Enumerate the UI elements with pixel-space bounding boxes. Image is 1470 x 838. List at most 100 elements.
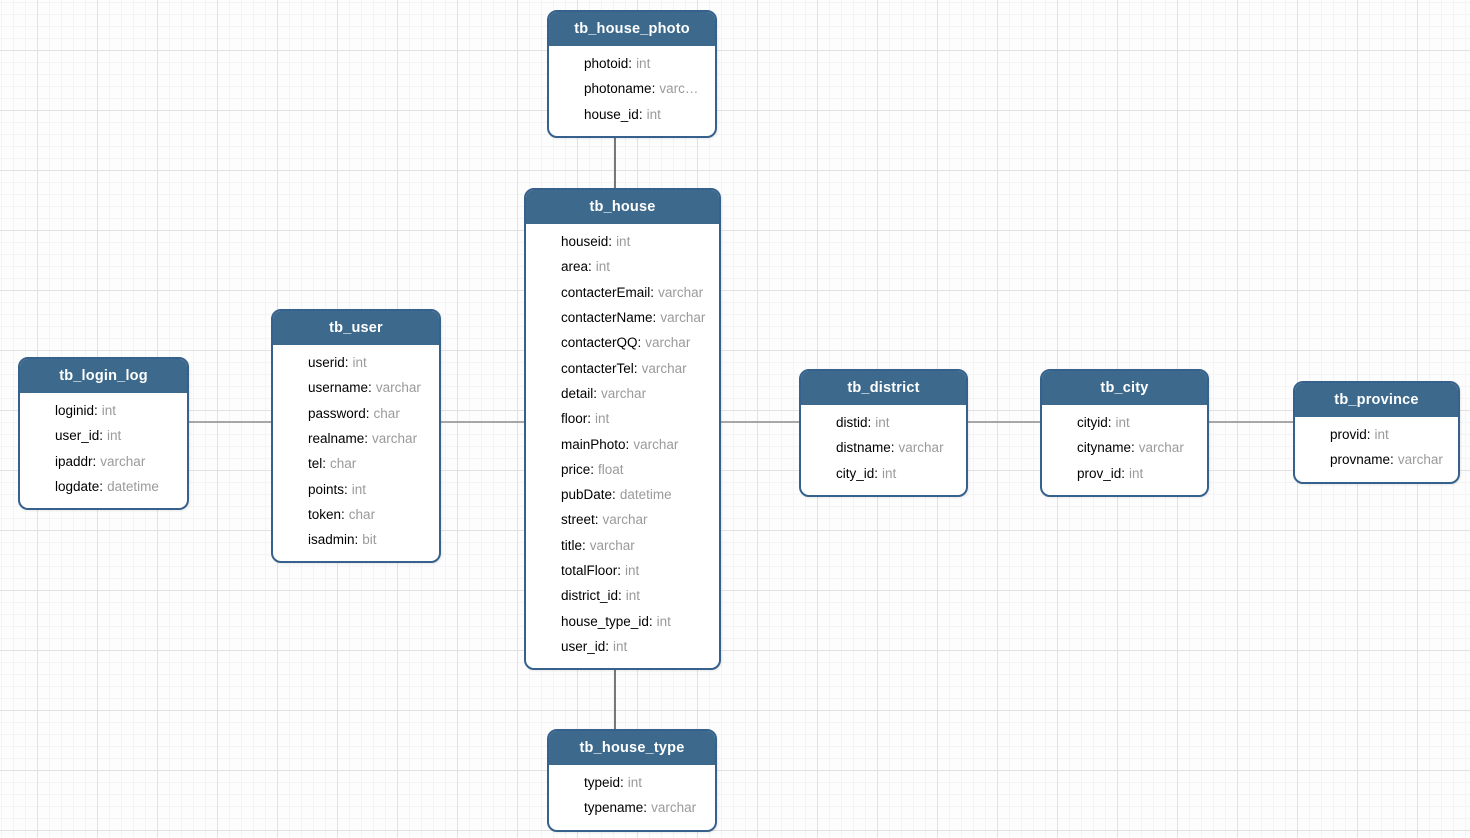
field-colon: : <box>638 106 643 122</box>
field-row[interactable]: photoid:int <box>549 51 715 76</box>
field-name: token <box>308 506 342 522</box>
table-title-tb_house_photo[interactable]: tb_house_photo <box>549 12 715 46</box>
field-colon: : <box>1121 465 1126 481</box>
field-type: int <box>616 234 631 250</box>
field-row[interactable]: mainPhoto:varchar <box>526 431 719 456</box>
field-row[interactable]: user_id:int <box>526 634 719 659</box>
field-colon: : <box>625 436 630 452</box>
field-name: typeid <box>584 775 621 791</box>
field-row[interactable]: provid:int <box>1295 422 1458 447</box>
field-colon: : <box>628 56 633 72</box>
table-title-tb_city[interactable]: tb_city <box>1042 371 1207 405</box>
field-row[interactable]: tel:char <box>273 451 439 476</box>
field-row[interactable]: prov_id:int <box>1042 461 1207 486</box>
field-row[interactable]: street:varchar <box>526 507 719 532</box>
field-row[interactable]: typename:varchar <box>549 795 715 820</box>
field-row[interactable]: floor:int <box>526 406 719 431</box>
field-colon: : <box>605 638 610 654</box>
field-row[interactable]: token:char <box>273 502 439 527</box>
field-colon: : <box>322 456 327 472</box>
field-row[interactable]: cityname:varchar <box>1042 435 1207 460</box>
field-name: cityname <box>1077 440 1132 456</box>
field-row[interactable]: contacterEmail:varchar <box>526 280 719 305</box>
field-row[interactable]: points:int <box>273 476 439 501</box>
field-name: photoid <box>584 56 629 72</box>
field-type: varchar <box>645 335 691 351</box>
field-type: int <box>1115 415 1130 431</box>
field-row[interactable]: realname:varchar <box>273 426 439 451</box>
field-row[interactable]: district_id:int <box>526 583 719 608</box>
field-type: varchar <box>651 800 697 816</box>
field-name: detail <box>561 385 594 401</box>
field-row[interactable]: detail:varchar <box>526 381 719 406</box>
field-colon: : <box>1131 440 1135 456</box>
field-name: username <box>308 380 369 396</box>
field-row[interactable]: contacterName:varchar <box>526 305 719 330</box>
field-type: int <box>595 411 610 427</box>
field-row[interactable]: isadmin:bit <box>273 527 439 552</box>
field-colon: : <box>890 440 895 456</box>
field-name: district_id <box>561 588 619 604</box>
field-row[interactable]: area:int <box>526 254 719 279</box>
field-row[interactable]: ipaddr:varchar <box>20 449 187 474</box>
field-name: city_id <box>836 465 875 481</box>
field-row[interactable]: distid:int <box>801 410 966 435</box>
field-name: price <box>561 461 591 477</box>
table-title-tb_house[interactable]: tb_house <box>526 190 719 224</box>
field-row[interactable]: houseid:int <box>526 229 719 254</box>
field-name: title <box>561 537 583 553</box>
field-row[interactable]: provname:varchar <box>1295 447 1458 472</box>
field-row[interactable]: username:varchar <box>273 375 439 400</box>
field-colon: : <box>620 775 624 791</box>
field-type: char <box>330 456 357 472</box>
table-title-tb_login_log[interactable]: tb_login_log <box>20 359 187 393</box>
field-row[interactable]: user_id:int <box>20 423 187 448</box>
field-row[interactable]: pubDate:datetime <box>526 482 719 507</box>
field-row[interactable]: photoname:varc… <box>549 76 715 101</box>
field-row[interactable]: title:varchar <box>526 533 719 558</box>
field-row[interactable]: contacterQQ:varchar <box>526 330 719 355</box>
table-title-tb_user[interactable]: tb_user <box>273 311 439 345</box>
field-name: realname <box>308 431 365 447</box>
field-type: int <box>613 638 628 654</box>
field-row[interactable]: loginid:int <box>20 398 187 423</box>
field-row[interactable]: distname:varchar <box>801 435 966 460</box>
field-colon: : <box>92 453 97 469</box>
field-type: datetime <box>107 479 159 495</box>
table-title-tb_province[interactable]: tb_province <box>1295 383 1458 417</box>
table-title-tb_house_type[interactable]: tb_house_type <box>549 731 715 765</box>
field-row[interactable]: typeid:int <box>549 770 715 795</box>
field-name: house_type_id <box>561 613 649 629</box>
field-row[interactable]: userid:int <box>273 350 439 375</box>
field-colon: : <box>365 405 370 421</box>
field-name: totalFloor <box>561 563 618 578</box>
field-row[interactable]: cityid:int <box>1042 410 1207 435</box>
field-type: varchar <box>375 380 421 396</box>
field-name: loginid <box>55 403 95 419</box>
field-row[interactable]: price:float <box>526 457 719 482</box>
field-type: datetime <box>619 487 672 503</box>
field-row[interactable]: contacterTel:varchar <box>526 355 719 380</box>
field-type: varchar <box>372 431 418 447</box>
field-type: int <box>882 465 897 481</box>
field-row[interactable]: logdate:datetime <box>20 474 187 499</box>
field-row[interactable]: city_id:int <box>801 461 966 486</box>
field-type: int <box>646 106 661 122</box>
field-type: int <box>875 415 890 431</box>
field-row[interactable]: house_id:int <box>549 102 715 127</box>
table-title-tb_district[interactable]: tb_district <box>801 371 966 405</box>
field-row[interactable]: house_type_id:int <box>526 608 719 633</box>
field-row[interactable]: totalFloor:int <box>526 558 719 583</box>
field-row[interactable]: password:char <box>273 401 439 426</box>
